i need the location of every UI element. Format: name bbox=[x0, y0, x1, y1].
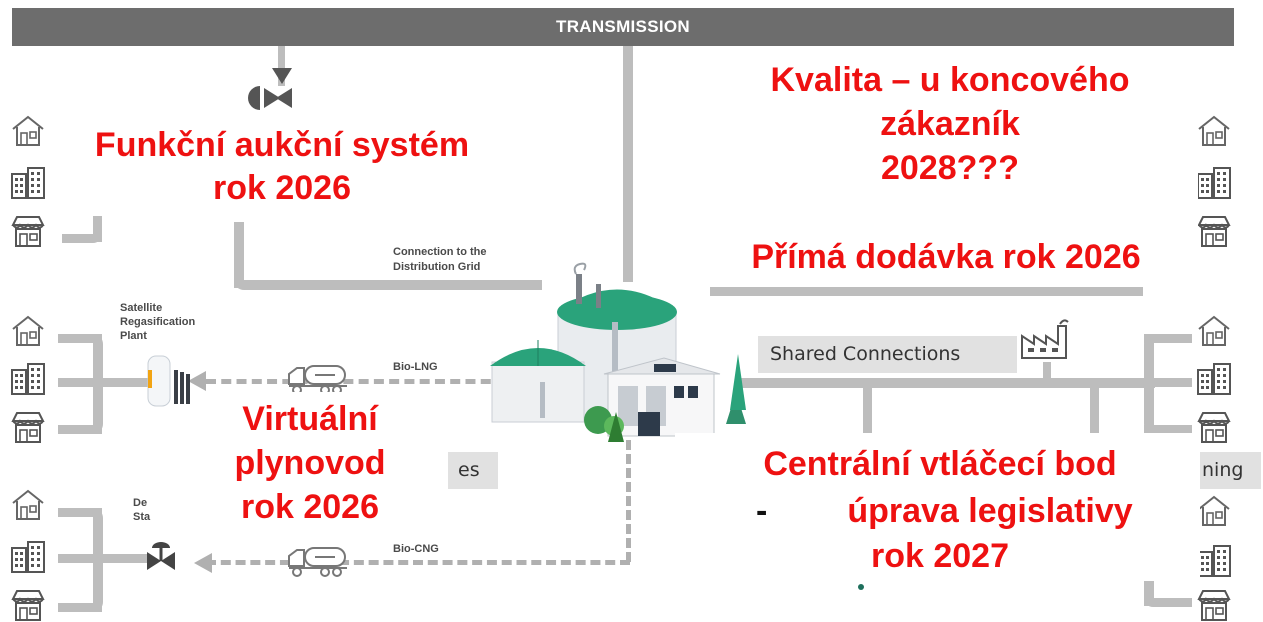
pipe-right-branch-top-h3 bbox=[1144, 425, 1192, 434]
satellite-label: Satellite Regasification Plant bbox=[120, 302, 195, 343]
pipe-right-branch-top-vertical bbox=[1144, 334, 1154, 434]
pipe-right-top-horizontal bbox=[710, 287, 1143, 296]
house-icon bbox=[12, 316, 44, 346]
truck-icon bbox=[288, 547, 348, 577]
overlay-central: Centrální vtláčecí bod bbox=[763, 445, 1117, 483]
pipe-transmission-down bbox=[623, 46, 633, 282]
pipe-shared-stub-1 bbox=[863, 385, 872, 433]
building-icon bbox=[1197, 363, 1231, 395]
pipe-factory-stub bbox=[1043, 362, 1051, 380]
pipe-left-bottom-h3 bbox=[58, 603, 102, 612]
house-icon bbox=[12, 490, 44, 520]
overlay-virtual-line2: plynovod bbox=[234, 444, 386, 483]
pipe-right-bottom-stub bbox=[1144, 580, 1154, 606]
bio-lng-label: Bio-LNG bbox=[393, 361, 438, 373]
pipe-feed-left bbox=[278, 46, 285, 86]
shop-icon bbox=[12, 216, 44, 247]
pipe-left-top-stub bbox=[62, 234, 102, 243]
connection-label-line1: Connection to the bbox=[393, 246, 487, 258]
pipe-left-bottom-h2 bbox=[58, 554, 148, 563]
overlay-bg-top-right bbox=[706, 46, 1198, 282]
pipe-left-mid-h1 bbox=[58, 334, 102, 343]
pipe-left-mid-h2 bbox=[58, 378, 148, 387]
arrow-left-icon bbox=[188, 371, 206, 391]
factory-icon bbox=[1021, 319, 1069, 359]
overlay-auction: Funkční aukční systém rok 2026 bbox=[62, 124, 502, 209]
overlay-bg-central bbox=[675, 433, 1200, 581]
connection-label: Connection to the Distribution Grid bbox=[393, 245, 487, 275]
valve-icon bbox=[248, 86, 292, 110]
bio-lng-route bbox=[206, 379, 506, 384]
satellite-label-line3: Plant bbox=[120, 329, 147, 342]
building-icon bbox=[11, 167, 45, 199]
overlay-bg-virtual bbox=[208, 392, 446, 530]
pipe-right-bottom-h bbox=[1144, 598, 1192, 607]
overlay-central-year: rok 2027 bbox=[871, 537, 1009, 575]
pipe-distribution-vertical bbox=[234, 222, 244, 288]
satellite-label-line1: Satellite bbox=[120, 302, 163, 314]
house-icon bbox=[1198, 496, 1230, 526]
bio-cng-label: Bio-CNG bbox=[393, 543, 439, 555]
transmission-title: TRANSMISSION bbox=[556, 17, 690, 36]
house-icon bbox=[1198, 316, 1230, 346]
shop-icon bbox=[1198, 216, 1230, 247]
pipe-distribution-horizontal bbox=[234, 280, 542, 290]
pipe-shared-stub-2 bbox=[1090, 385, 1099, 433]
overlay-virtual-line3: rok 2026 bbox=[241, 488, 379, 527]
pipe-left-top-stub-v bbox=[93, 216, 102, 242]
connection-label-line2: Distribution Grid bbox=[393, 260, 481, 273]
overlay-auction-line2: rok 2026 bbox=[213, 168, 351, 207]
partial-ning-box: ning bbox=[1198, 452, 1261, 489]
satellite-tank-icon bbox=[147, 355, 190, 407]
shop-icon bbox=[1198, 412, 1230, 443]
house-icon bbox=[1198, 116, 1230, 146]
overlay-virtual-line1: Virtuální bbox=[242, 400, 378, 438]
building-icon bbox=[1197, 545, 1231, 577]
shop-icon bbox=[12, 590, 44, 621]
shop-icon bbox=[1198, 590, 1230, 621]
pipe-left-mid-h3 bbox=[58, 425, 102, 434]
bio-cng-route-vertical bbox=[626, 440, 631, 562]
house-icon bbox=[12, 116, 44, 146]
teal-dot bbox=[858, 584, 864, 590]
bio-cng-route bbox=[206, 560, 630, 565]
building-icon bbox=[1197, 167, 1231, 199]
pipe-left-bottom-h1 bbox=[58, 508, 102, 517]
decompression-label-fragment: De Sta bbox=[133, 496, 150, 525]
truck-icon bbox=[288, 365, 348, 395]
partial-es-box: es bbox=[448, 452, 498, 489]
overlay-quality-line3: 2028??? bbox=[881, 149, 1019, 188]
pipe-right-branch-top-h2 bbox=[1154, 378, 1192, 387]
overlay-direct: Přímá dodávka rok 2026 bbox=[751, 238, 1141, 276]
pipe-shared-horizontal bbox=[735, 378, 1155, 388]
overlay-quality-line1: Kvalita – u koncového bbox=[770, 61, 1130, 99]
building-icon bbox=[11, 541, 45, 573]
building-icon bbox=[11, 363, 45, 395]
pipe-right-branch-top-h1 bbox=[1144, 334, 1192, 343]
shop-icon bbox=[12, 412, 44, 443]
valve-handle-icon bbox=[152, 542, 170, 552]
transmission-banner: TRANSMISSION bbox=[12, 8, 1234, 46]
arrow-left-icon bbox=[194, 553, 212, 573]
overlay-virtual: Virtuální plynovod rok 2026 bbox=[200, 397, 420, 530]
overlay-quality: Kvalita – u koncového zákazník 2028??? bbox=[730, 58, 1170, 191]
overlay-central-legislation: úprava legislativy bbox=[847, 492, 1133, 530]
decompression-fragment-line2: Sta bbox=[133, 511, 151, 524]
satellite-label-line2: Regasification bbox=[120, 315, 196, 328]
shared-connections-box: Shared Connections bbox=[758, 336, 1017, 373]
overlay-auction-line1: Funkční aukční systém bbox=[94, 126, 470, 164]
biogas-plant-illustration bbox=[490, 262, 746, 442]
arrow-down-icon bbox=[272, 68, 292, 84]
overlay-quality-line2: zákazník bbox=[880, 105, 1020, 144]
overlay-central-dash: - bbox=[756, 492, 768, 530]
decompression-fragment-line1: De bbox=[133, 497, 148, 509]
